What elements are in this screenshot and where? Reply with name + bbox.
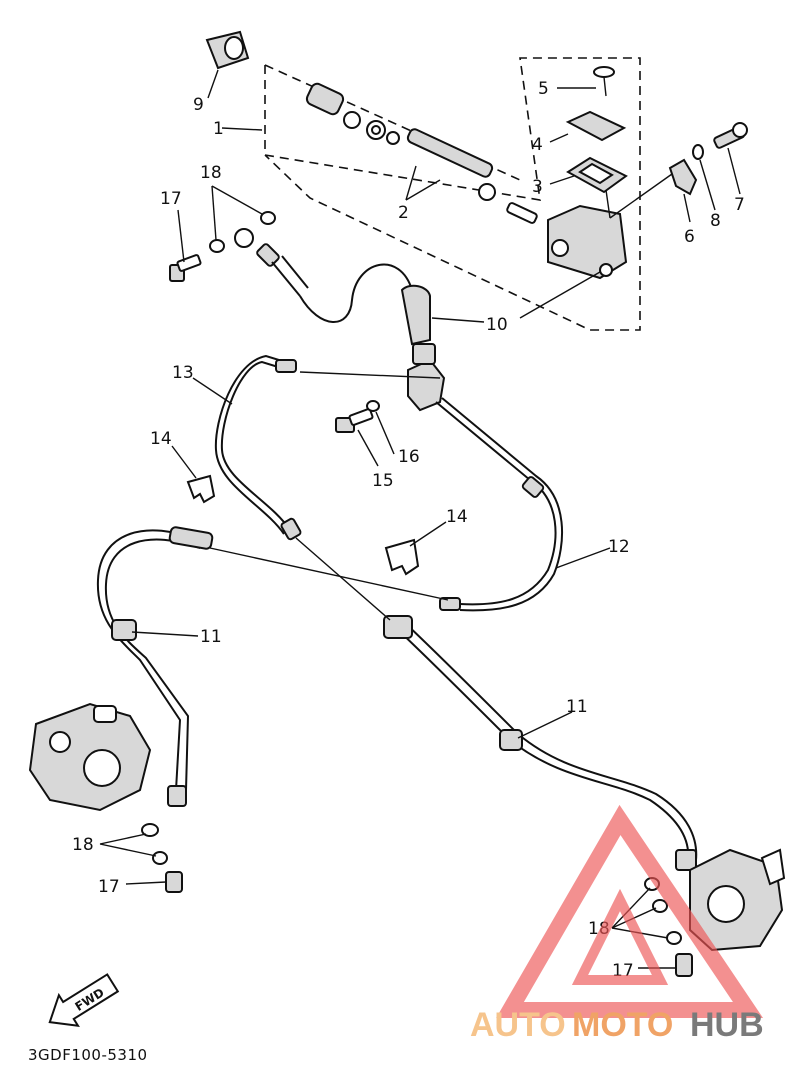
diagram-code: 3GDF100-5310: [28, 1046, 148, 1064]
label-12: 12: [608, 537, 630, 557]
label-11-right: 11: [566, 697, 588, 717]
part-14-clamp-left: [186, 474, 216, 504]
label-13: 13: [172, 363, 194, 383]
label-6: 6: [684, 227, 695, 247]
label-15: 15: [372, 471, 394, 491]
part-17-bolt-upper: [169, 254, 202, 282]
brake-hose-joint: [407, 343, 446, 412]
watermark-text: AUTO MOTO HUB: [470, 1006, 764, 1044]
label-5: 5: [538, 79, 549, 99]
label-1: 1: [213, 119, 224, 139]
label-10: 10: [486, 315, 508, 335]
part-11-hose-left: [96, 526, 214, 807]
part-10-hose: [234, 228, 431, 346]
label-2: 2: [398, 203, 409, 223]
part-16-washer: [366, 400, 380, 412]
label-4: 4: [532, 135, 543, 155]
part-4-cover: [565, 110, 627, 142]
label-17-left: 17: [98, 877, 120, 897]
part-15-bolt: [335, 408, 374, 433]
label-8: 8: [710, 211, 721, 231]
watermark-hub: HUB: [690, 1006, 764, 1044]
label-11-left: 11: [200, 627, 222, 647]
part-14-clamp-right: [384, 538, 420, 576]
part-11-hose-right: [383, 615, 698, 871]
part-5-screw: [593, 66, 615, 97]
part-13-pipe: [214, 354, 302, 541]
part-labels: 9 1 5 4 3 2 6 8 7 17 18 10 13 14 14 16 1…: [72, 79, 745, 981]
label-7: 7: [734, 195, 745, 215]
part-9-boot: [205, 30, 250, 70]
part-1-piston-kit: [305, 82, 400, 145]
watermark-moto: MOTO: [572, 1006, 673, 1044]
part-18-washers-upper: [209, 211, 276, 253]
label-9: 9: [193, 95, 204, 115]
part-2-piston-rod: [406, 128, 496, 201]
watermark-logo-icon: [496, 804, 764, 1018]
label-17-upper: 17: [160, 189, 182, 209]
label-16: 16: [398, 447, 420, 467]
leader-lines: [99, 69, 741, 969]
part-8-washer: [692, 144, 704, 160]
part-7-bolt: [713, 122, 748, 149]
watermark-auto: AUTO: [470, 1006, 566, 1044]
label-14-right: 14: [446, 507, 468, 527]
part-3-diaphragm: [566, 156, 628, 194]
label-18-left: 18: [72, 835, 94, 855]
left-caliper: [28, 702, 183, 893]
label-18-upper: 18: [200, 163, 222, 183]
part-6-holder: [668, 158, 698, 196]
label-3: 3: [532, 177, 543, 197]
fwd-arrow-icon: FWD: [48, 973, 120, 1028]
master-cylinder-body: [506, 202, 628, 280]
label-14-left: 14: [150, 429, 172, 449]
part-12-pipe: [435, 397, 563, 612]
